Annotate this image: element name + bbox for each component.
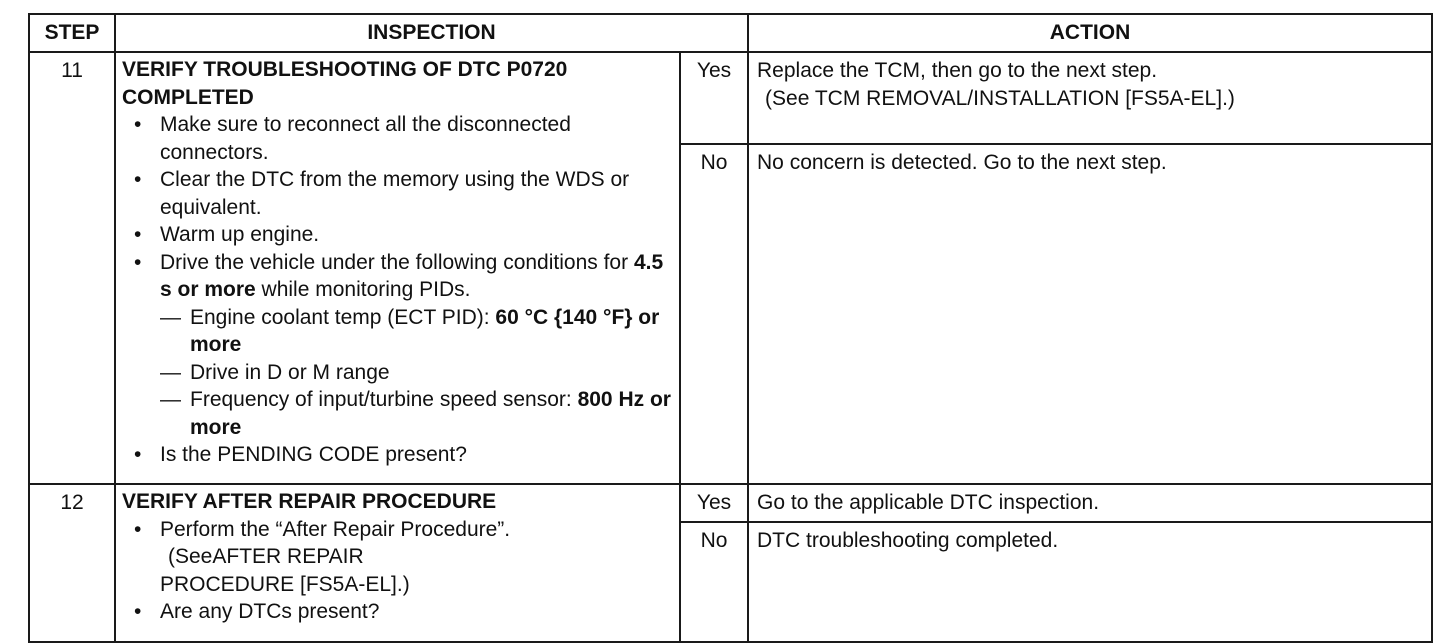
yes-action-text: Replace the TCM, then go to the next ste… [757,59,1158,82]
condition-item: Frequency of input/turbine speed sensor:… [160,386,675,441]
header-action: ACTION [747,13,1434,53]
bullet-item: Make sure to reconnect all the disconnec… [122,111,675,166]
no-action: DTC troubleshooting completed. [747,521,1434,643]
yes-label: Yes [678,483,750,523]
bullet-item-question: Is the PENDING CODE present? [122,441,675,469]
inspection-bullets: Perform the “After Repair Procedure”. (S… [122,516,675,626]
step-12-no-row: No DTC troubleshooting completed. [29,521,1434,643]
condition-value: 800 Hz or more [190,388,671,439]
step-12-yes-row: 12 VERIFY AFTER REPAIR PROCEDURE Perform… [28,483,1434,643]
condition-item: Engine coolant temp (ECT PID): 60 °C {14… [160,304,675,359]
condition-value: 60 °C {140 °F} or more [190,305,660,357]
drive-bold: 4.5 s or more [160,250,664,302]
condition-item: Drive in D or M range [160,359,675,387]
condition-text: Engine coolant temp (ECT PID): [190,305,496,329]
bullet-text: Perform the “After Repair Procedure”. [160,517,511,541]
inspection-title: VERIFY TROUBLESHOOTING OF DTC P0720 COMP… [122,58,568,109]
step-number: 12 [28,483,116,643]
no-action: No concern is detected. Go to the next s… [747,143,1434,485]
yes-label: Yes [678,51,750,145]
condition-list: Engine coolant temp (ECT PID): 60 °C {14… [160,304,675,442]
procedure-table: STEP INSPECTION ACTION 11 VERIFY TROUBLE… [28,13,1434,643]
drive-post: while monitoring PIDs. [255,278,471,301]
condition-text: Drive in D or M range [190,360,390,384]
bullet-item: Clear the DTC from the memory using the … [122,166,675,221]
step-11-inspection: VERIFY TROUBLESHOOTING OF DTC P0720 COMP… [114,51,681,485]
inspection-title: VERIFY AFTER REPAIR PROCEDURE [122,490,497,513]
step-11-no-row: No No concern is detected. Go to the nex… [29,143,1434,485]
condition-text: Frequency of input/turbine speed sensor: [190,388,578,411]
no-label: No [678,521,750,643]
step-number: 11 [28,51,116,485]
bullet-ref: (SeeAFTER REPAIR [168,545,364,568]
header-inspection: INSPECTION [113,13,750,53]
yes-action-ref: (See TCM REMOVAL/INSTALLATION [FS5A-EL].… [765,86,1235,110]
header-row: STEP INSPECTION ACTION [28,13,1434,53]
bullet-ref: PROCEDURE [FS5A-EL].) [160,572,410,596]
step-11-yes-row: 11 VERIFY TROUBLESHOOTING OF DTC P0720 C… [28,51,1434,485]
bullet-item: Perform the “After Repair Procedure”. (S… [122,516,675,599]
yes-action: Go to the applicable DTC inspection. [747,483,1434,523]
yes-action: Replace the TCM, then go to the next ste… [747,51,1434,145]
bullet-item: Are any DTCs present? [122,598,675,626]
inspection-bullets: Make sure to reconnect all the disconnec… [122,111,675,469]
no-label: No [678,143,750,485]
header-step: STEP [28,13,116,53]
bullet-item-drive: Drive the vehicle under the following co… [122,249,675,442]
drive-pre: Drive the vehicle under the following co… [160,250,634,274]
bullet-item: Warm up engine. [122,221,675,249]
step-12-inspection: VERIFY AFTER REPAIR PROCEDURE Perform th… [114,483,681,643]
